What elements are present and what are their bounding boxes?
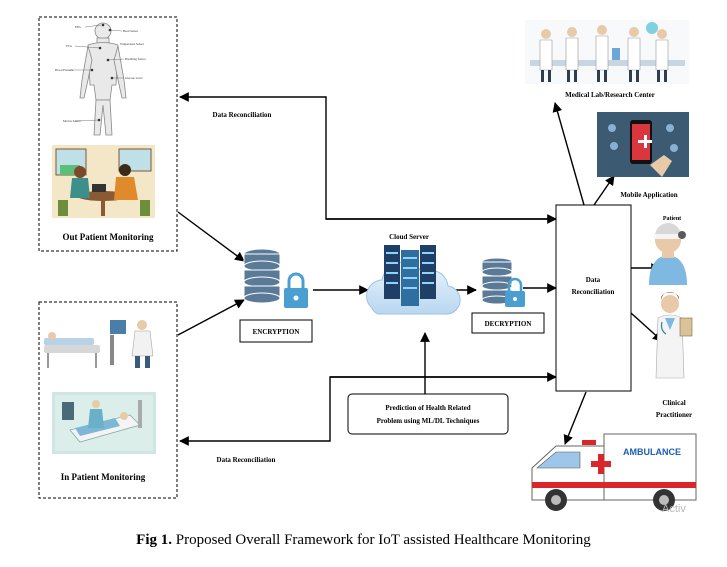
arrow-to-lab bbox=[552, 102, 585, 206]
lock-icon bbox=[505, 277, 525, 307]
cloud-server-icon bbox=[366, 245, 461, 315]
caption-figure-number: Fig 1. bbox=[136, 532, 173, 548]
medical-lab-illustration bbox=[525, 20, 689, 84]
arrow-in-to-encryption bbox=[177, 299, 245, 336]
sensor-label: ECG bbox=[66, 44, 73, 48]
clinical-label-line-2: Practitioner bbox=[656, 411, 692, 419]
encryption-box bbox=[239, 319, 313, 343]
caption-text: Proposed Overall Framework for IoT assis… bbox=[172, 532, 591, 548]
patient-illustration bbox=[649, 223, 687, 285]
out-patient-illustration bbox=[52, 145, 155, 218]
clinical-practitioner-illustration bbox=[655, 292, 693, 379]
cloud-server-label: Cloud Server bbox=[389, 233, 429, 241]
mobile-application-illustration bbox=[597, 112, 689, 177]
arrow-to-ambulance bbox=[563, 391, 587, 445]
decryption-database-icon bbox=[481, 257, 525, 307]
server-rack-icon bbox=[384, 245, 436, 306]
sensor-label: Motion Sensor bbox=[63, 119, 81, 123]
in-patient-title: In Patient Monitoring bbox=[61, 472, 146, 482]
sensor-label: Head Sensor bbox=[123, 29, 138, 33]
central-label-line-2: Reconciliation bbox=[572, 288, 615, 296]
reconciliation-label-bottom: Data Reconciliation bbox=[217, 456, 276, 464]
lock-icon bbox=[284, 272, 308, 308]
sensor-label: Breathing Sensor bbox=[125, 57, 146, 61]
in-patient-illustration-1 bbox=[44, 320, 154, 368]
patient-label: Patient bbox=[663, 216, 681, 222]
prediction-line-2: Problem using ML/DL Techniques bbox=[377, 417, 480, 425]
sensor-label: Glucose Level bbox=[125, 76, 143, 80]
reconciliation-label-top: Data Reconciliation bbox=[213, 111, 272, 119]
ambulance-illustration bbox=[531, 433, 697, 511]
figure-caption: Fig 1. Proposed Overall Framework for Io… bbox=[0, 532, 727, 549]
sensor-leaders bbox=[70, 24, 125, 122]
out-patient-panel: EEG Head Sensor Temperature Sensor ECG B… bbox=[38, 16, 178, 252]
sensor-label: Temperature Sensor bbox=[120, 42, 144, 46]
out-patient-title: Out Patient Monitoring bbox=[63, 232, 154, 242]
decryption-box bbox=[471, 312, 545, 334]
medical-lab-label: Medical Lab/Research Center bbox=[565, 91, 655, 99]
mobile-application-label: Mobile Application bbox=[620, 191, 677, 199]
prediction-line-1: Prediction of Health Related bbox=[385, 404, 470, 412]
prediction-box bbox=[347, 393, 509, 435]
encryption-label: ENCRYPTION bbox=[253, 328, 300, 336]
in-patient-panel: In Patient Monitoring bbox=[38, 301, 178, 499]
arrow-to-mobile bbox=[593, 175, 615, 206]
arrow-out-to-encryption bbox=[177, 211, 245, 262]
central-label-line-1: Data bbox=[586, 276, 601, 284]
encryption-database-icon bbox=[243, 248, 308, 308]
clinical-label-line-1: Clinical bbox=[662, 399, 685, 407]
sensor-label: Blood Pressure bbox=[55, 68, 74, 72]
sensor-label: EEG bbox=[75, 25, 82, 29]
in-patient-illustration-2 bbox=[52, 392, 156, 454]
central-reconciliation-box bbox=[555, 204, 632, 392]
ambulance-text: AMBULANCE bbox=[623, 447, 681, 457]
decryption-label: DECRYPTION bbox=[485, 320, 532, 328]
arrow-to-practitioner bbox=[630, 312, 663, 342]
watermark-text: Activ bbox=[662, 503, 686, 515]
body-sensor-figure bbox=[79, 22, 127, 136]
